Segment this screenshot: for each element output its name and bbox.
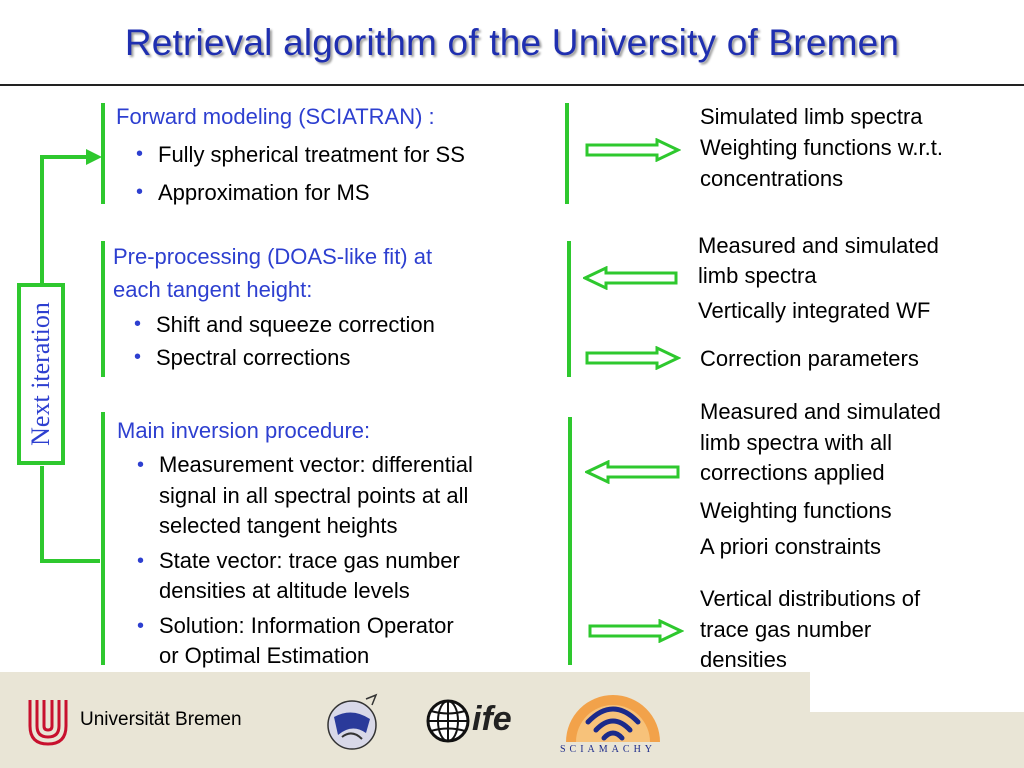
inversion-output-text: Vertical distributions of trace gas numb… (700, 584, 920, 676)
arrow-inv-out (588, 619, 684, 643)
preprocessing-header-line1: Pre-processing (DOAS-like fit) at (113, 244, 433, 269)
list-item: • Solution: Information Operator or Opti… (137, 611, 473, 672)
text-line: limb spectra (698, 263, 817, 288)
inversion-bullets: • Measurement vector: differential signa… (137, 450, 473, 672)
text-line: Measured and simulated (698, 233, 939, 258)
ife-logo-text: ife (472, 700, 512, 738)
inversion-left-bar (101, 412, 105, 665)
list-item: •Spectral corrections (134, 345, 351, 370)
sciamachy-logo (566, 695, 660, 742)
arrow-pre-in (583, 266, 678, 290)
text-line: Measured and simulated (700, 399, 941, 424)
forward-output-text: Simulated limb spectra Weighting functio… (700, 101, 943, 194)
bullet-line: selected tangent heights (159, 513, 398, 538)
text-line: Simulated limb spectra (700, 104, 923, 129)
footer-notch (810, 672, 1024, 712)
text-line: A priori constraints (700, 534, 881, 559)
forward-bullets: •Fully spherical treatment for SS •Appro… (136, 139, 465, 208)
preprocessing-right-bar (567, 241, 571, 377)
text-line: densities (700, 647, 787, 672)
bullet-text: Fully spherical treatment for SS (158, 142, 465, 167)
preprocessing-header: Pre-processing (DOAS-like fit) at each t… (113, 240, 432, 306)
bullet-line: Solution: Information Operator (159, 612, 454, 638)
bullet-line: densities at altitude levels (159, 578, 410, 603)
arrow-forward-out (585, 138, 681, 162)
page-title: Retrieval algorithm of the University of… (124, 22, 900, 63)
forward-left-bar (101, 103, 105, 204)
bullet-text: Shift and squeeze correction (156, 312, 435, 337)
bullet-line: Measurement vector: differential (159, 452, 473, 477)
globe-bird-logo (327, 693, 378, 750)
preprocessing-left-bar (101, 241, 105, 377)
list-item: • Measurement vector: differential signa… (137, 450, 473, 542)
arrow-inv-in (585, 460, 680, 484)
inversion-header: Main inversion procedure: (117, 418, 371, 443)
bullet-line: State vector: trace gas number (159, 547, 460, 573)
text-line: corrections applied (700, 460, 885, 485)
forward-right-bar (565, 103, 569, 204)
list-item: •Approximation for MS (136, 180, 370, 205)
text-line: Weighting functions w.r.t. (700, 135, 943, 160)
inversion-input-text: Measured and simulated limb spectra with… (700, 397, 941, 563)
text-line: concentrations (700, 166, 844, 191)
title-divider (0, 84, 1024, 86)
preprocessing-output-text: Correction parameters (700, 346, 919, 371)
iteration-line (40, 155, 100, 563)
list-item: •Shift and squeeze correction (134, 312, 435, 337)
list-item: • State vector: trace gas number densiti… (137, 546, 473, 607)
arrow-pre-out (585, 346, 681, 370)
university-bremen-logo (28, 700, 68, 746)
text-line: trace gas number (700, 616, 872, 642)
text-line: limb spectra with all (700, 429, 892, 455)
forward-header: Forward modeling (SCIATRAN) : (116, 104, 435, 129)
inversion-right-bar (568, 417, 572, 665)
ife-globe-icon (426, 699, 470, 743)
iteration-arrowhead (86, 149, 102, 165)
preprocessing-input-text: Measured and simulated limb spectra Vert… (698, 231, 939, 326)
text-line: Vertical distributions of (700, 586, 921, 611)
bullet-text: Spectral corrections (156, 345, 351, 370)
list-item: •Fully spherical treatment for SS (136, 142, 465, 167)
text-line: Vertically integrated WF (698, 298, 931, 323)
bullet-text: Approximation for MS (158, 180, 370, 205)
bullet-line: signal in all spectral points at all (159, 482, 469, 508)
university-name: Universität Bremen (80, 709, 242, 730)
next-iteration-box: Next iteration (17, 283, 65, 465)
sciamachy-logo-text: SCIAMACHY (560, 744, 657, 755)
next-iteration-label: Next iteration (26, 302, 55, 446)
preprocessing-header-line2: each tangent height: (113, 277, 313, 302)
bullet-line: or Optimal Estimation (159, 643, 370, 668)
preprocessing-bullets: •Shift and squeeze correction •Spectral … (134, 308, 435, 374)
text-line: Weighting functions (700, 497, 892, 523)
